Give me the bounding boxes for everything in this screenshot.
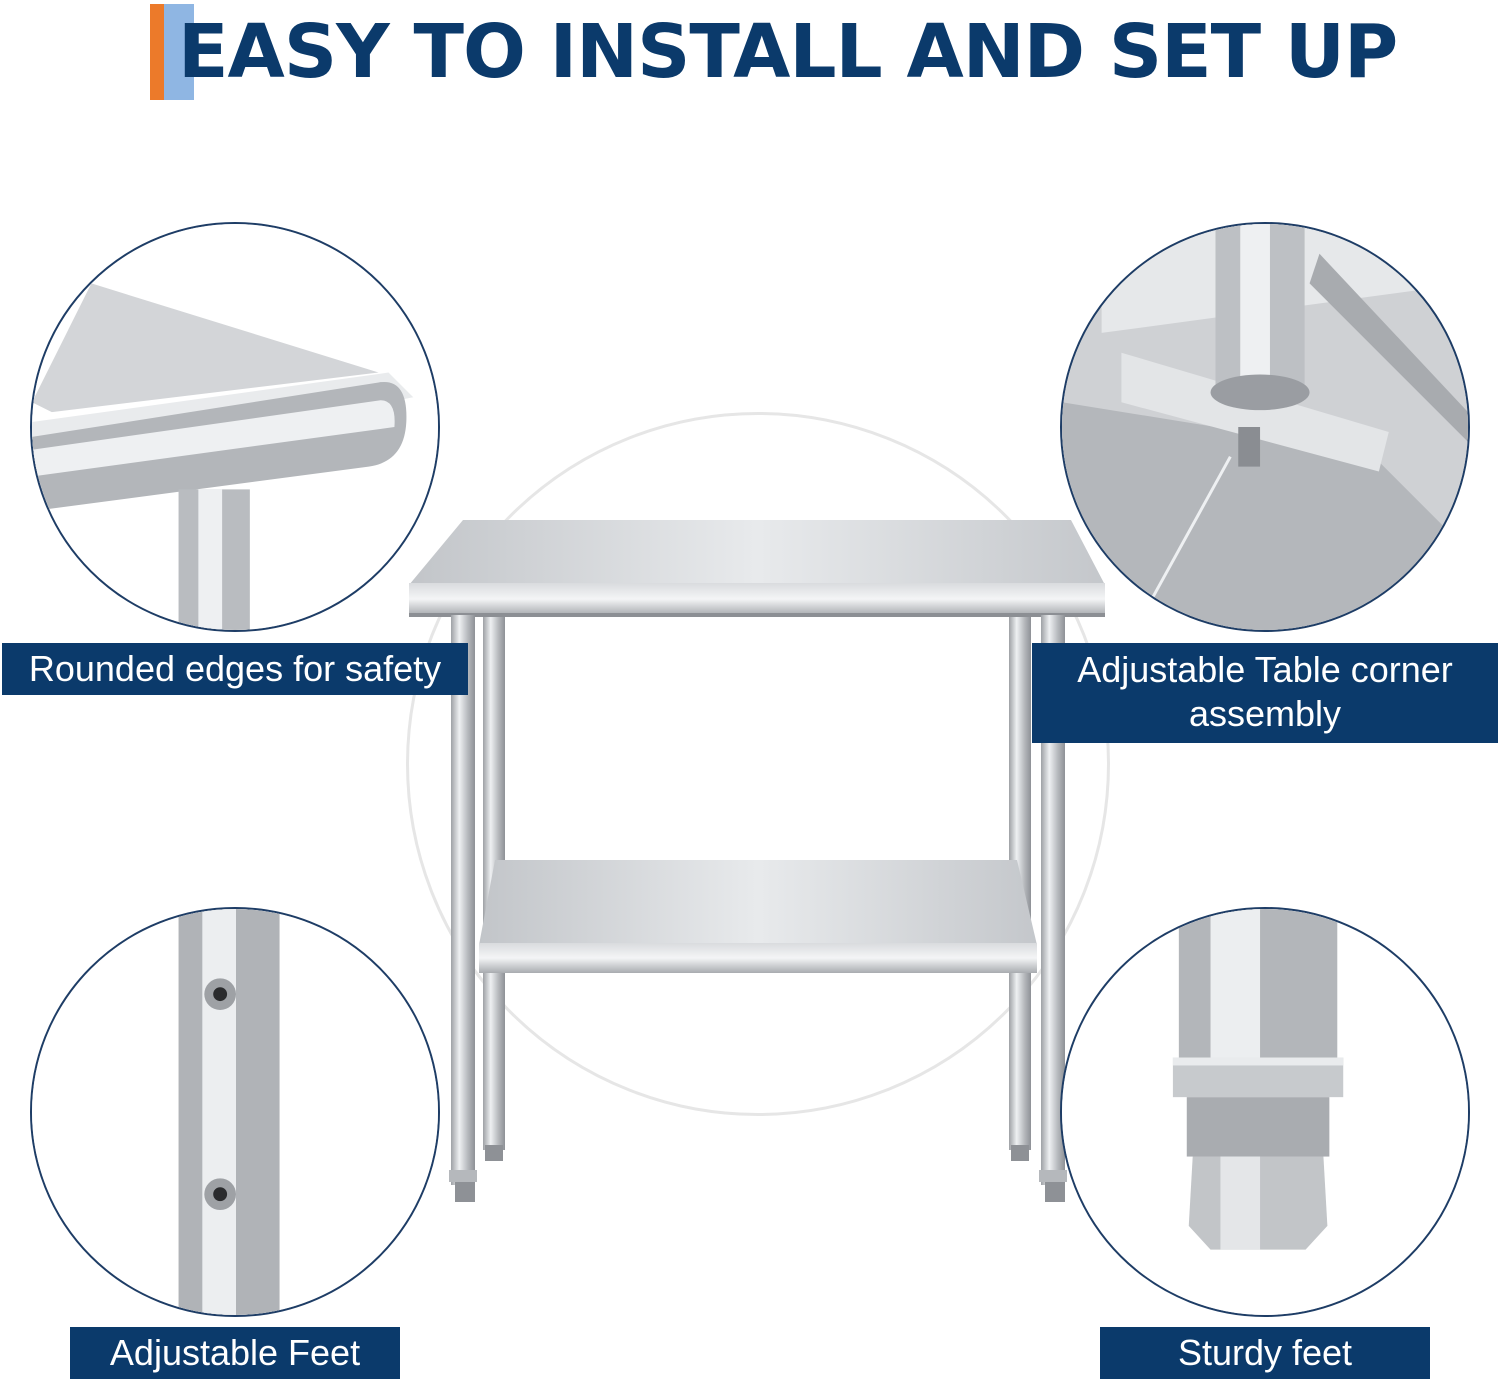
- page-title: EASY TO INSTALL AND SET UP: [178, 9, 1398, 95]
- adjustable-feet-label-text: Adjustable Feet: [109, 1332, 361, 1373]
- rounded-edge-closeup-image: [32, 224, 438, 630]
- worktable-image: [409, 520, 1105, 1202]
- sturdy-feet-label-text: Sturdy feet: [1177, 1332, 1353, 1373]
- rounded-edges-detail-circle: [30, 222, 440, 632]
- corner-assembly-label-line2: assembly: [1188, 693, 1342, 734]
- title-accent-orange: [150, 4, 164, 100]
- sturdy-feet-detail-circle: [1060, 907, 1470, 1317]
- corner-assembly-label-line1: Adjustable Table corner: [1077, 649, 1453, 690]
- sturdy-foot-closeup-image: [1062, 909, 1468, 1315]
- rounded-edges-label: Rounded edges for safety: [2, 643, 468, 695]
- corner-assembly-closeup-image: [1062, 224, 1468, 630]
- rounded-edges-label-text: Rounded edges for safety: [28, 648, 442, 689]
- sturdy-feet-label: Sturdy feet: [1100, 1327, 1430, 1379]
- corner-assembly-detail-circle: [1060, 222, 1470, 632]
- adjustable-leg-closeup-image: [32, 909, 438, 1315]
- corner-assembly-label: Adjustable Table corner assembly: [1032, 643, 1498, 743]
- adjustable-feet-detail-circle: [30, 907, 440, 1317]
- title-accent-blue: [164, 4, 194, 100]
- adjustable-feet-label: Adjustable Feet: [70, 1327, 400, 1379]
- center-ring: [406, 412, 1110, 1116]
